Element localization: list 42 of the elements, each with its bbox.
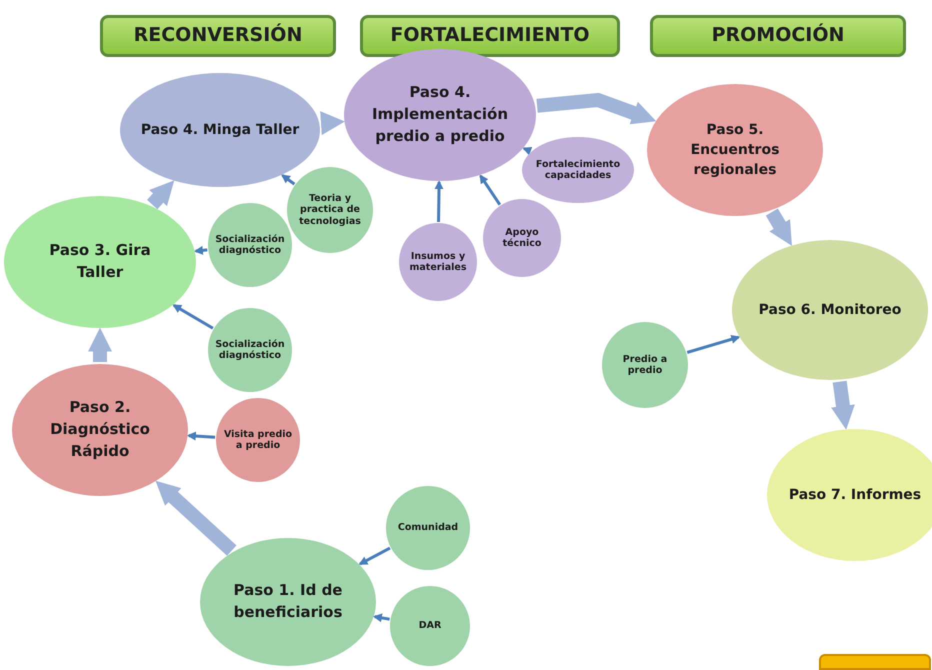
node-label: DAR bbox=[418, 620, 442, 632]
arrow bbox=[479, 174, 502, 206]
tab-box bbox=[819, 654, 931, 670]
node-label: Comunidad bbox=[398, 522, 458, 534]
block-arrow bbox=[766, 208, 792, 246]
stage-title: RECONVERSIÓN bbox=[134, 22, 302, 48]
arrow bbox=[281, 174, 296, 186]
stage-header bbox=[360, 15, 620, 57]
node-label: Fortalecimiento capacidades bbox=[534, 158, 622, 182]
node-label: Paso 1. Id de beneficiarios bbox=[232, 580, 344, 623]
block-arrow bbox=[536, 92, 656, 124]
node-label: Teoria y practica de tecnologias bbox=[298, 192, 362, 228]
block-arrow bbox=[88, 328, 112, 362]
node-label: Apoyo técnico bbox=[502, 226, 542, 250]
node-label: Socialización diagnóstico bbox=[214, 234, 286, 256]
node-label: Paso 6. Monitoreo bbox=[758, 300, 902, 320]
stage-header bbox=[100, 15, 336, 57]
arrow bbox=[372, 613, 390, 622]
node-label: Predio a predio bbox=[622, 354, 668, 376]
arrow bbox=[194, 246, 208, 255]
node-label: Paso 7. Informes bbox=[788, 486, 922, 505]
block-arrow bbox=[147, 180, 174, 210]
node-label: Paso 5. Encuentros regionales bbox=[690, 120, 780, 180]
stage-header bbox=[650, 15, 906, 57]
arrow bbox=[686, 334, 740, 354]
node-label: Visita predio a predio bbox=[222, 428, 294, 452]
node-label: Paso 3. Gira Taller bbox=[48, 240, 152, 283]
arrow bbox=[186, 432, 216, 441]
stage-title: FORTALECIMIENTO bbox=[390, 23, 590, 48]
node-label: Paso 4. Implementación predio a predio bbox=[370, 82, 510, 147]
block-arrow bbox=[156, 480, 236, 556]
node-label: Paso 4. Minga Taller bbox=[140, 120, 300, 140]
node-label: Socialización diagnóstico bbox=[214, 338, 286, 362]
node-label: Paso 2. Diagnóstico Rápido bbox=[49, 397, 151, 462]
stage-title: PROMOCIÓN bbox=[712, 22, 844, 48]
arrow bbox=[434, 180, 444, 222]
arrow bbox=[172, 304, 214, 330]
node-label: Insumos y materiales bbox=[408, 250, 468, 274]
block-arrow bbox=[831, 380, 855, 430]
arrow bbox=[522, 146, 532, 156]
block-arrow bbox=[320, 111, 345, 136]
arrow bbox=[358, 546, 391, 566]
